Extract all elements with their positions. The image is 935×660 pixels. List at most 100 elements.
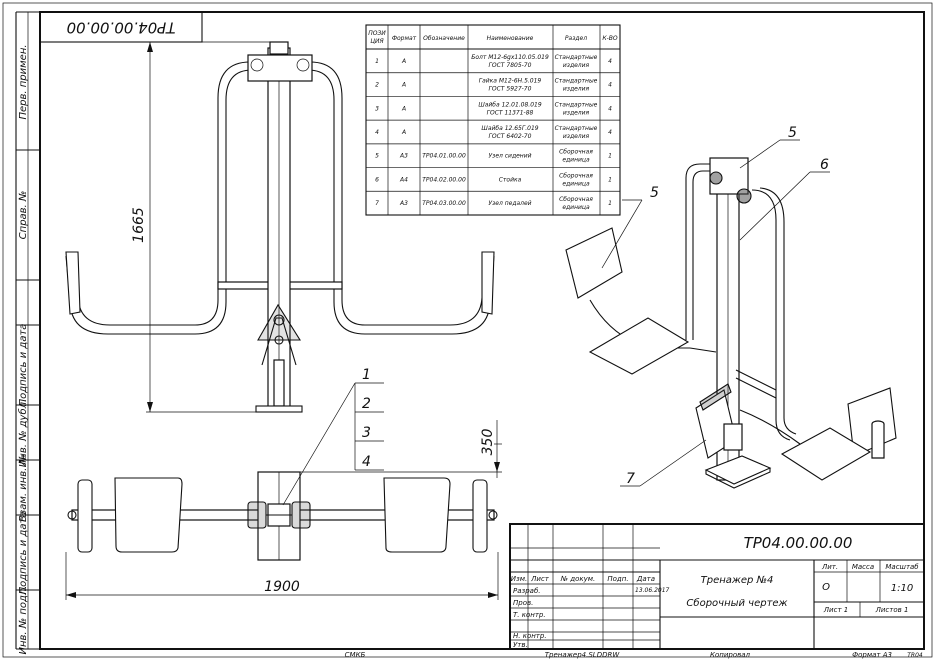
spec-cell-designation: ТР04.03.00.00	[422, 200, 466, 207]
height-dimension: 1665	[131, 41, 270, 413]
inv-podl-label: Инв. № подл.	[18, 586, 29, 655]
spec-header-designation: Обозначение	[423, 35, 465, 42]
spec-cell-format: А3	[399, 200, 408, 207]
podp-data-label-2: Подпись и дата	[18, 512, 29, 595]
leader-pos-5-top: 5	[788, 125, 797, 141]
spec-cell-designation: ТР04.01.00.00	[422, 153, 466, 160]
spec-header-qty: К-ВО	[602, 35, 618, 42]
spec-cell-format: А3	[399, 153, 408, 160]
drawing-frame	[39, 11, 925, 650]
spec-cell-qty: 1	[608, 153, 612, 160]
podp-data-label-1: Подпись и дата	[18, 324, 29, 407]
sheet-number: Лист 1	[823, 606, 848, 614]
spec-cell-format: А	[401, 82, 406, 89]
row-t-kontr: Т. контр.	[513, 611, 546, 619]
inv-dubl-label: Инв. № дубл.	[17, 399, 29, 467]
spec-cell-pos: 3	[375, 105, 379, 112]
spec-header-format: Формат	[392, 35, 417, 42]
col-izm: Изм.	[511, 575, 527, 583]
spec-cell-qty: 4	[608, 58, 612, 65]
spec-cell-name: Узел педалей	[488, 200, 531, 207]
sheet-count: Листов 1	[875, 606, 909, 614]
massa-label: Масса	[852, 563, 874, 571]
footer-copied: Копировал	[710, 651, 751, 659]
spec-cell-qty: 4	[608, 105, 612, 112]
col-data: Дата	[636, 575, 655, 583]
leader-pos-1: 1	[362, 367, 371, 383]
top-view	[67, 471, 498, 561]
spec-cell-pos: 1	[375, 58, 379, 65]
isometric-view	[565, 157, 897, 489]
row-prov: Пров.	[513, 599, 533, 607]
title-block: ТР04.00.00.00 Тренажер №4 Сборочный черт…	[509, 523, 925, 650]
spec-cell-qty: 4	[608, 82, 612, 89]
leader-pos-3: 3	[362, 425, 371, 441]
razrab-date: 13.06.2017	[635, 587, 670, 594]
spec-cell-format: А	[401, 129, 406, 136]
spec-cell-designation: ТР04.02.00.00	[422, 176, 466, 183]
footer-format: Формат А3	[852, 651, 892, 659]
leader-pos-2: 2	[362, 396, 371, 412]
leader-pos-5-left: 5	[650, 185, 659, 201]
scale-value: 1:10	[891, 583, 913, 594]
rotated-drawing-code: ТР04.00.00.00	[67, 19, 176, 37]
leader-pos-4: 4	[362, 454, 371, 470]
row-razrab: Разраб.	[513, 587, 541, 595]
col-doc-no: № докум.	[560, 575, 596, 583]
lit-value: О	[822, 582, 830, 593]
spec-cell-name: Узел сидений	[488, 153, 531, 160]
sprav-no-label: Справ. №	[18, 191, 29, 240]
spec-header-name: Наименование	[487, 35, 534, 42]
spec-cell-format: А	[401, 105, 406, 112]
leader-pos-7: 7	[626, 471, 635, 487]
perv-primen-label: Перв. примен.	[18, 44, 29, 119]
vzam-inv-label: Взам. инв. №	[18, 454, 29, 522]
spec-cell-format: А4	[399, 176, 408, 183]
side-strip: Перв. примен. Справ. № Подпись и дата Ин…	[15, 11, 40, 655]
row-utv: Утв.	[513, 641, 528, 649]
col-podp: Подп.	[607, 575, 628, 583]
spec-cell-name: Стойка	[499, 176, 522, 183]
height-dimension-text: 1665	[131, 207, 147, 243]
footer: СМКБ Тренажер4.SLDDRW Копировал Формат А…	[345, 651, 923, 659]
leader-pos-6: 6	[820, 157, 829, 173]
depth-dimension: 350	[300, 420, 502, 478]
spec-cell-pos: 2	[375, 82, 379, 89]
footer-file: Тренажер4.SLDDRW	[545, 651, 621, 659]
width-dimension-text: 1900	[264, 579, 300, 595]
col-list: Лист	[530, 575, 550, 583]
spec-cell-pos: 5	[375, 153, 379, 160]
rotated-code-box: ТР04.00.00.00	[39, 11, 203, 43]
drawing-type: Сборочный чертеж	[686, 597, 787, 609]
masshtab-label: Масштаб	[885, 563, 919, 571]
footer-corner: TR04	[907, 652, 923, 659]
spec-header-section: Раздел	[565, 35, 587, 42]
footer-org: СМКБ	[345, 651, 366, 659]
front-view	[65, 41, 495, 413]
spec-cell-pos: 4	[375, 129, 379, 136]
spec-cell-qty: 1	[608, 176, 612, 183]
drawing-code: ТР04.00.00.00	[744, 534, 853, 552]
depth-dimension-text: 350	[480, 429, 496, 456]
front-leaders: 1 2 3 4	[282, 367, 384, 506]
spec-cell-pos: 6	[375, 176, 379, 183]
spec-cell-format: А	[401, 58, 406, 65]
iso-leaders: 5 6 5 7	[601, 125, 830, 487]
lit-label: Лит.	[821, 563, 838, 571]
